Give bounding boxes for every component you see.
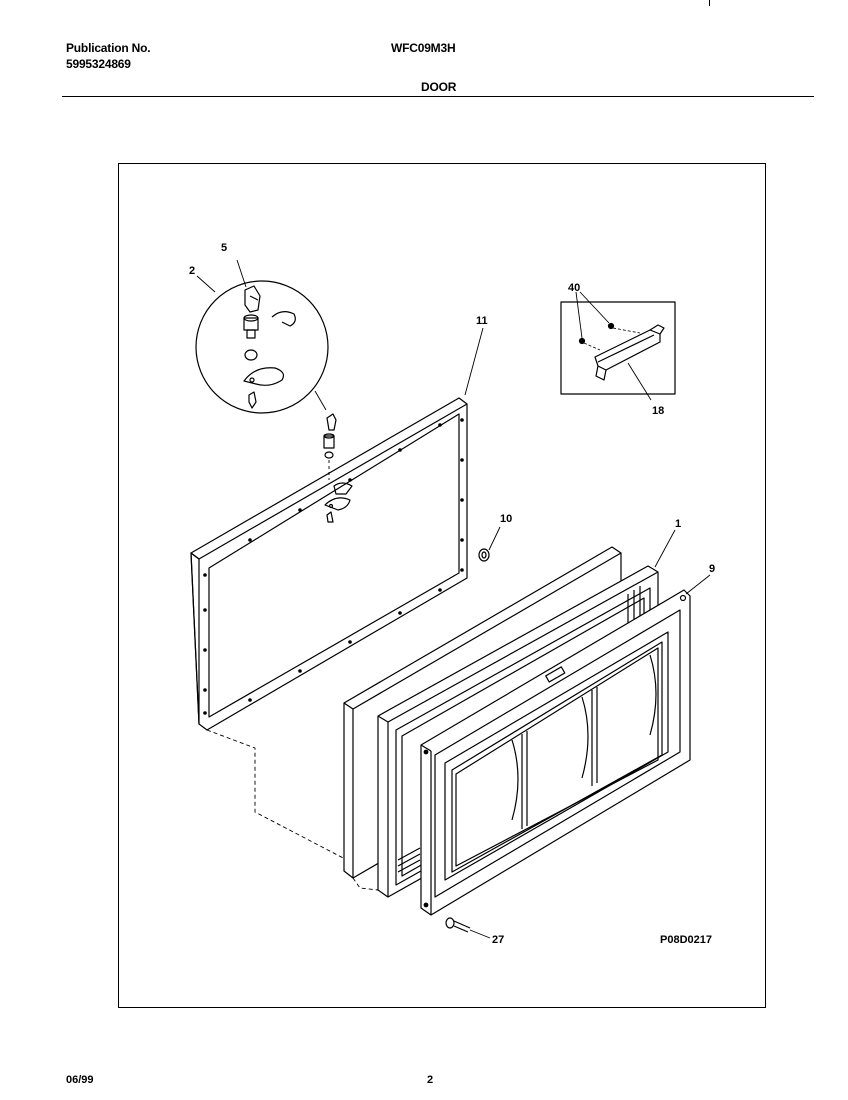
publication-label: Publication No. — [66, 41, 151, 55]
callout-27: 27 — [492, 934, 504, 946]
handle-detail — [560, 291, 676, 401]
leader-11 — [464, 327, 484, 396]
diagram-frame — [118, 163, 766, 1008]
callout-5: 5 — [221, 242, 227, 254]
leader-9 — [685, 574, 711, 595]
drawing-code: P08D0217 — [660, 934, 712, 946]
alignment-dashed-line — [206, 729, 348, 861]
plug-10 — [478, 526, 501, 562]
corner-tick-mark — [709, 0, 710, 6]
callout-40: 40 — [568, 282, 580, 294]
screw-27 — [445, 917, 491, 939]
callout-9: 9 — [709, 563, 715, 575]
callout-18: 18 — [652, 405, 664, 417]
footer-date: 06/99 — [66, 1074, 94, 1086]
callout-11: 11 — [476, 315, 488, 327]
publication-number: 5995324869 — [66, 57, 131, 71]
section-title: DOOR — [421, 80, 457, 94]
inner-door-panel — [190, 397, 468, 731]
outer-door-shell — [420, 589, 691, 916]
leader-1 — [654, 529, 676, 568]
callout-1: 1 — [675, 518, 681, 530]
hinge-parts — [323, 413, 353, 523]
model-number: WFC09M3H — [391, 41, 456, 55]
hinge-detail — [195, 259, 329, 414]
screw-dashed-line — [352, 877, 379, 891]
page-number: 2 — [427, 1074, 434, 1086]
callout-10: 10 — [500, 513, 512, 525]
callout-2: 2 — [189, 265, 195, 277]
header-rule — [62, 96, 814, 97]
